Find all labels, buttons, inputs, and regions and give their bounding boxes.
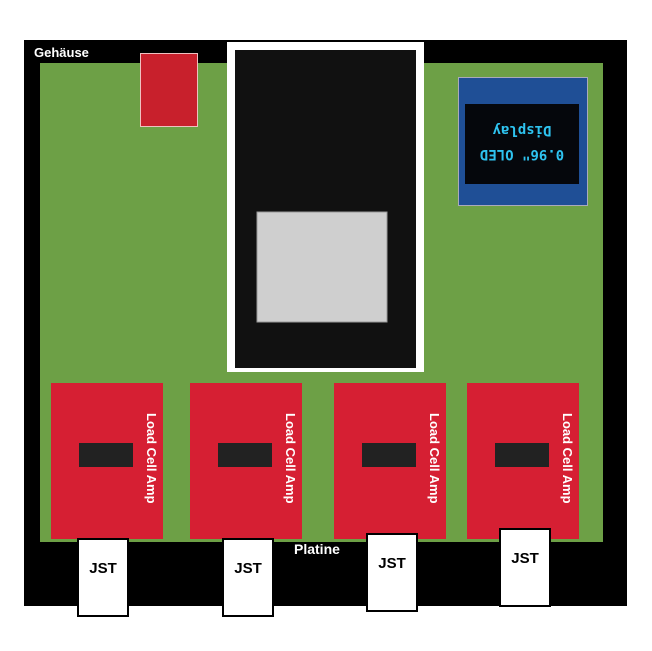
amp-chip [218,443,272,467]
oled-display-module: Display 0.96" OLED [458,77,588,206]
jst-connector-3: JST [366,533,418,612]
board-label: Platine [294,541,340,557]
jst-connector-4: JST [499,528,551,607]
amp-chip [495,443,549,467]
sd-card-module [140,53,198,127]
amp-label: Load Cell Amp [560,413,575,504]
jst-label: JST [511,550,539,567]
load-cell-amp-1: Load Cell Amp [51,383,163,539]
oled-text-line2: 0.96" OLED [479,146,565,162]
jst-label: JST [234,560,262,577]
jst-connector-2: JST [222,538,274,617]
load-cell-amp-3: Load Cell Amp [334,383,446,539]
amp-chip [362,443,416,467]
amp-label: Load Cell Amp [427,413,442,504]
oled-screen: Display 0.96" OLED [465,104,579,184]
housing-label: Gehäuse [34,45,89,60]
jst-label: JST [378,555,406,572]
amp-label: Load Cell Amp [283,413,298,504]
load-cell-amp-2: Load Cell Amp [190,383,302,539]
amp-chip [79,443,133,467]
jst-label: JST [89,560,117,577]
esp32-module [227,42,424,372]
oled-text-line1: Display [492,122,552,138]
esp32-board-graphic [235,50,416,368]
jst-connector-1: JST [77,538,129,617]
load-cell-amp-4: Load Cell Amp [467,383,579,539]
amp-label: Load Cell Amp [144,413,159,504]
